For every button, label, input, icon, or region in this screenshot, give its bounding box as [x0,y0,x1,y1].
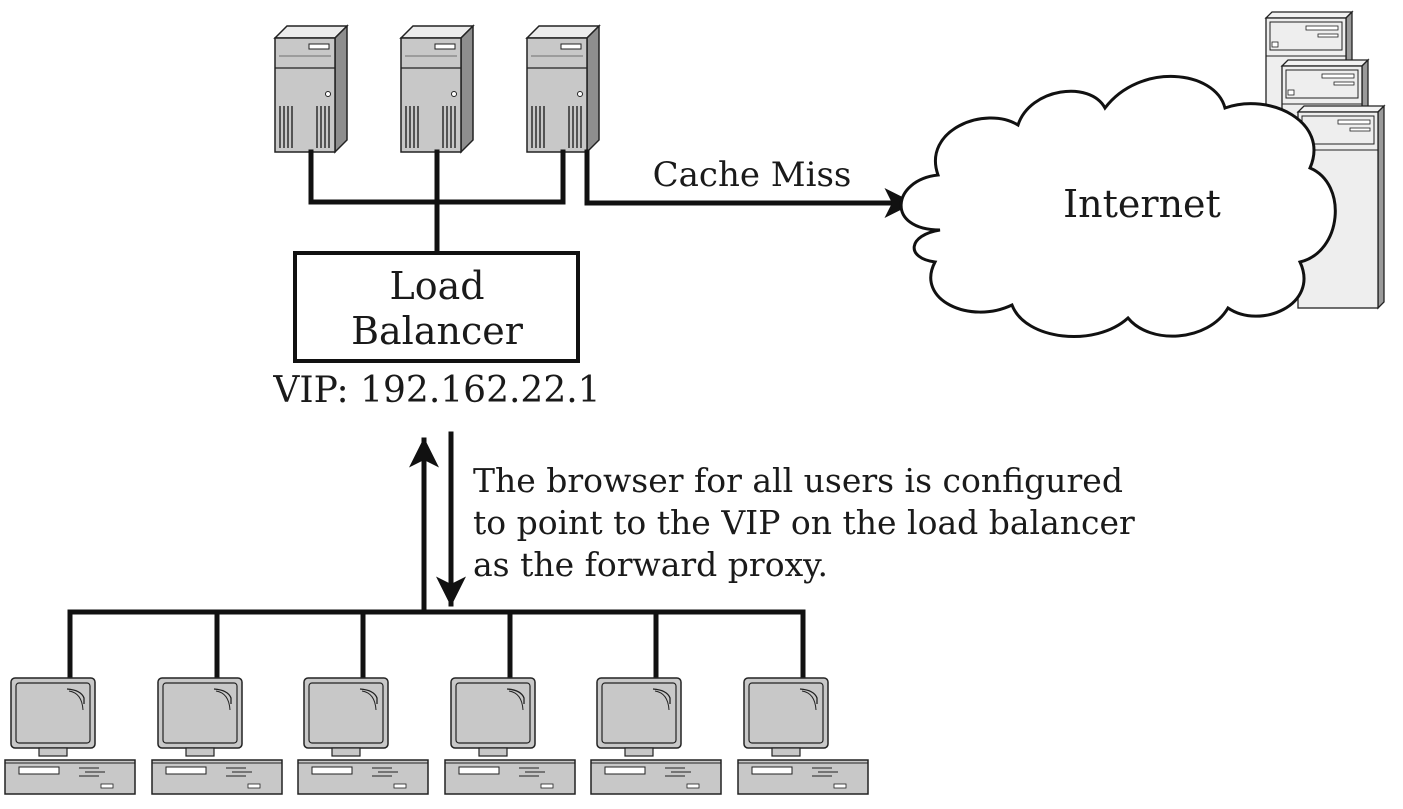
proxy-server-3 [526,25,600,153]
load-balancer: Load Balancer [293,251,580,363]
note-line-1: The browser for all users is configured [473,461,1123,500]
cache-miss-arrow [584,149,915,218]
client-bus [67,609,806,681]
proxy-server-2 [400,25,474,153]
note-line-2: to point to the VIP on the load balancer [473,503,1135,542]
load-balancer-label-line1: Load [389,264,484,308]
server-bus [308,149,566,253]
note-line-3: as the forward proxy. [473,545,828,584]
proxy-config-note: The browser for all users is configured … [473,461,1135,584]
internet-label: Internet [1063,182,1221,226]
client-workstation-1 [4,677,136,795]
client-workstation-5 [590,677,722,795]
load-balancer-label-line2: Balancer [351,309,524,353]
cache-miss-label: Cache Miss [653,155,852,195]
load-balancer-box [293,251,580,363]
vip-address-label: VIP: 192.162.22.1 [272,370,600,411]
client-workstation-3 [297,677,429,795]
client-workstation-6 [737,677,869,795]
client-workstation-4 [444,677,576,795]
proxy-server-1 [274,25,348,153]
internet-cloud [899,75,1337,338]
client-workstation-2 [151,677,283,795]
